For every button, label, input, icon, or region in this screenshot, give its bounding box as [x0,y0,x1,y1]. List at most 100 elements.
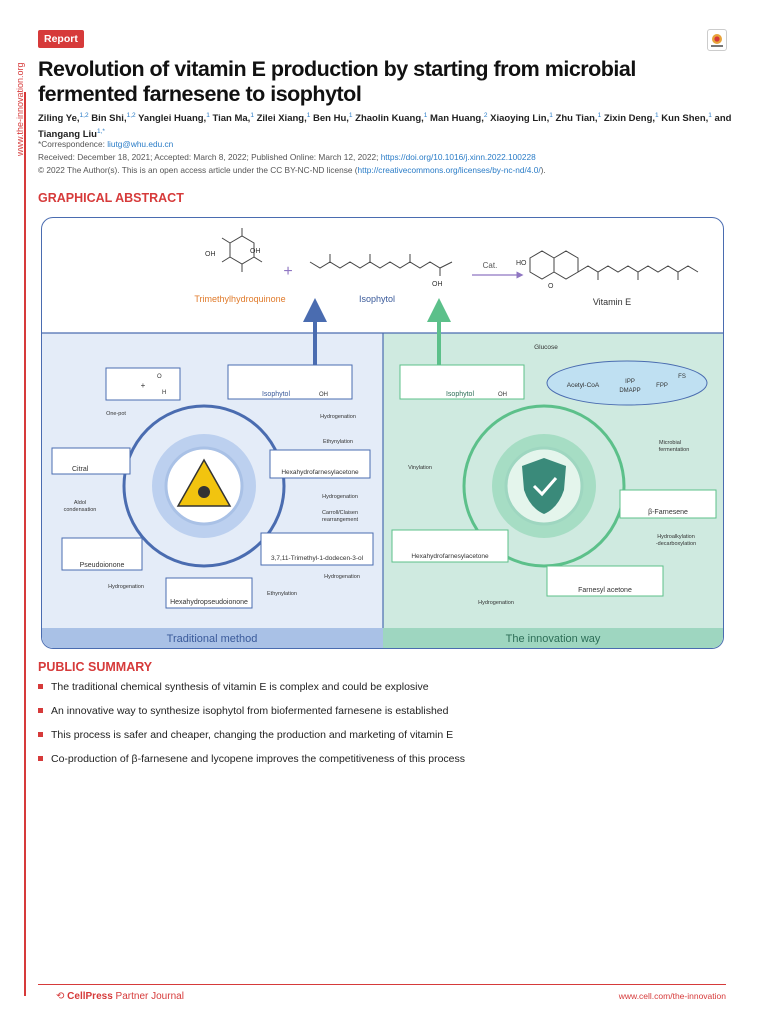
fpp-text: FPP [656,383,668,389]
author-affiliation: 1 [655,112,659,119]
summary-text: An innovative way to synthesize isophyto… [51,705,449,717]
footer-rule [38,984,726,985]
thq-oh-1: OH [205,251,216,258]
author-affiliation: 2 [483,112,488,119]
catalyst-label: Cat. [483,261,498,270]
author-affiliation: 1 [708,112,712,119]
author-name: and Tiangang Liu [38,113,732,141]
correspondence-email[interactable]: liutg@whu.edu.cn [107,139,174,149]
aldehyde-h: H [162,390,166,396]
citral-box: Citral [51,447,131,475]
isophytol-oh: OH [432,281,443,288]
paper-title: Revolution of vitamin E production by st… [38,57,636,106]
trimethylhydroquinone-structure [221,228,263,272]
step-carroll-2: rearrangement [322,517,359,523]
doi-link[interactable]: https://doi.org/10.1016/j.xinn.2022.1002… [380,152,536,162]
ipp-text: IPP [625,379,635,385]
step-onepot: One-pot [106,411,126,417]
author-affiliation: 1 [597,112,602,119]
glucose-text: Glucose [534,344,558,351]
step-carroll-1: Carroll/Claisen [322,510,358,516]
hexahydrofarnesylacetone-box-innovation: Hexahydrofarnesylacetone [391,529,509,563]
sidebar-url[interactable]: www.the-innovation.org [12,48,36,156]
summary-text: Co-production of β-farnesene and lycopen… [51,753,466,765]
bullet-icon [38,708,43,713]
author-name: Zhaolin Kuang, [352,113,424,125]
inno-isophytol-oh: OH [498,392,507,398]
step-ethynylation-2: Ethynylation [323,439,353,445]
pseudoionone-box: Pseudoionone [61,537,143,571]
author-name: Zixin Deng, [601,113,656,125]
step-hydroalkylation-1: Hydroalkylation [657,534,695,540]
vitamin-e-o: O [548,283,554,290]
dates-text: Received: December 18, 2021; Accepted: M… [38,152,381,162]
author-name: Yanglei Huang, [135,113,207,125]
author-name: Man Huang, [427,113,484,125]
pseudoionone-text: Pseudoionone [80,562,125,569]
aldehyde-box: + O H [105,367,181,401]
step-hydroalkylation-2: -decarboxylation [656,541,696,547]
aldehyde-o: O [157,374,162,380]
trad-isophytol-text: Isophytol [262,391,290,398]
author-affiliation: 1,2 [79,112,89,119]
bullet-icon [38,756,43,761]
sidebar-rule [24,92,26,996]
summary-item: An innovative way to synthesize isophyto… [38,705,728,718]
public-summary-heading: PUBLIC SUMMARY [38,660,153,674]
author-affiliation: 1 [348,112,353,119]
thq-oh-2: OH [250,248,261,255]
trimethyl-dodecenol-box: 3,7,11-Trimethyl-1-dodecen-3-ol [260,532,374,566]
author-name: Bin Shi, [88,113,127,125]
trad-hfa-text: Hexahydrofarnesylacetone [281,469,359,476]
license-suffix: ). [540,165,546,175]
cellpress-logo-icon: ⟲ [56,991,68,1002]
step-microbial-2: fermentation [659,447,690,453]
dmapp-text: DMAPP [619,388,640,394]
inno-hfa-text: Hexahydrofarnesylacetone [411,553,489,560]
license-prefix: © 2022 The Author(s). This is an open ac… [38,165,358,175]
shield-check-icon [522,458,566,514]
license-link[interactable]: http://creativecommons.org/licenses/by-n… [357,165,541,175]
isophytol-box-innovation: Isophytol OH [399,364,525,400]
bullet-icon [38,732,43,737]
inno-isophytol-text: Isophytol [446,391,474,398]
vitamin-e-ho: HO [516,260,527,267]
trimethylhydroquinone-label: Trimethylhydroquinone [194,294,285,304]
author-affiliation: 1 [549,112,553,119]
author-name: Kun Shen, [658,113,709,125]
footer-journal-label: Partner Journal [112,991,184,1002]
trad-isophytol-oh: OH [319,392,328,398]
step-hydrogenation-3: Hydrogenation [322,494,358,500]
farnesyl-acetone-box: Farnesyl acetone [546,565,664,597]
license-line: © 2022 The Author(s). This is an open ac… [38,165,546,175]
article-dates: Received: December 18, 2021; Accepted: M… [38,152,536,162]
step-aldol-1: Aldol [74,500,86,506]
check-for-updates-icon[interactable] [707,29,727,51]
footer-url[interactable]: www.cell.com/the-innovation [618,991,726,1001]
step-microbial-1: Microbial [659,440,681,446]
author-affiliation: 1 [250,112,254,119]
author-name: Xiaoying Lin, [487,113,550,125]
author-affiliation: 1,* [96,128,105,136]
summary-text: The traditional chemical synthesis of vi… [51,681,429,693]
correspondence-label: *Correspondence: [38,139,108,149]
beta-farnesene-text: β-Farnesene [648,509,688,516]
traditional-cycle-ring [122,404,286,568]
summary-item: This process is safer and cheaper, chang… [38,729,728,742]
traditional-method-label: Traditional method [167,633,258,645]
footer-brand: ⟲ CellPress Partner Journal [56,991,184,1002]
farnesyl-acetone-text: Farnesyl acetone [578,587,632,594]
aldehyde-plus: + [141,381,146,390]
step-hydrogenation-4: Hydrogenation [320,414,356,420]
bullet-icon [38,684,43,689]
author-name: Ben Hu, [310,113,349,125]
author-affiliation: 1 [306,112,311,119]
author-name: Zilei Xiang, [253,113,307,125]
graphical-abstract-heading: GRAPHICAL ABSTRACT [38,191,184,205]
isophytol-box-traditional: Isophytol OH [227,364,353,400]
summary-item: Co-production of β-farnesene and lycopen… [38,753,728,766]
author-affiliation: 1,2 [126,112,136,119]
citral-text: Citral [72,466,89,473]
step-vinylation: Vinylation [408,465,432,471]
innovation-way-label: The innovation way [506,633,601,645]
